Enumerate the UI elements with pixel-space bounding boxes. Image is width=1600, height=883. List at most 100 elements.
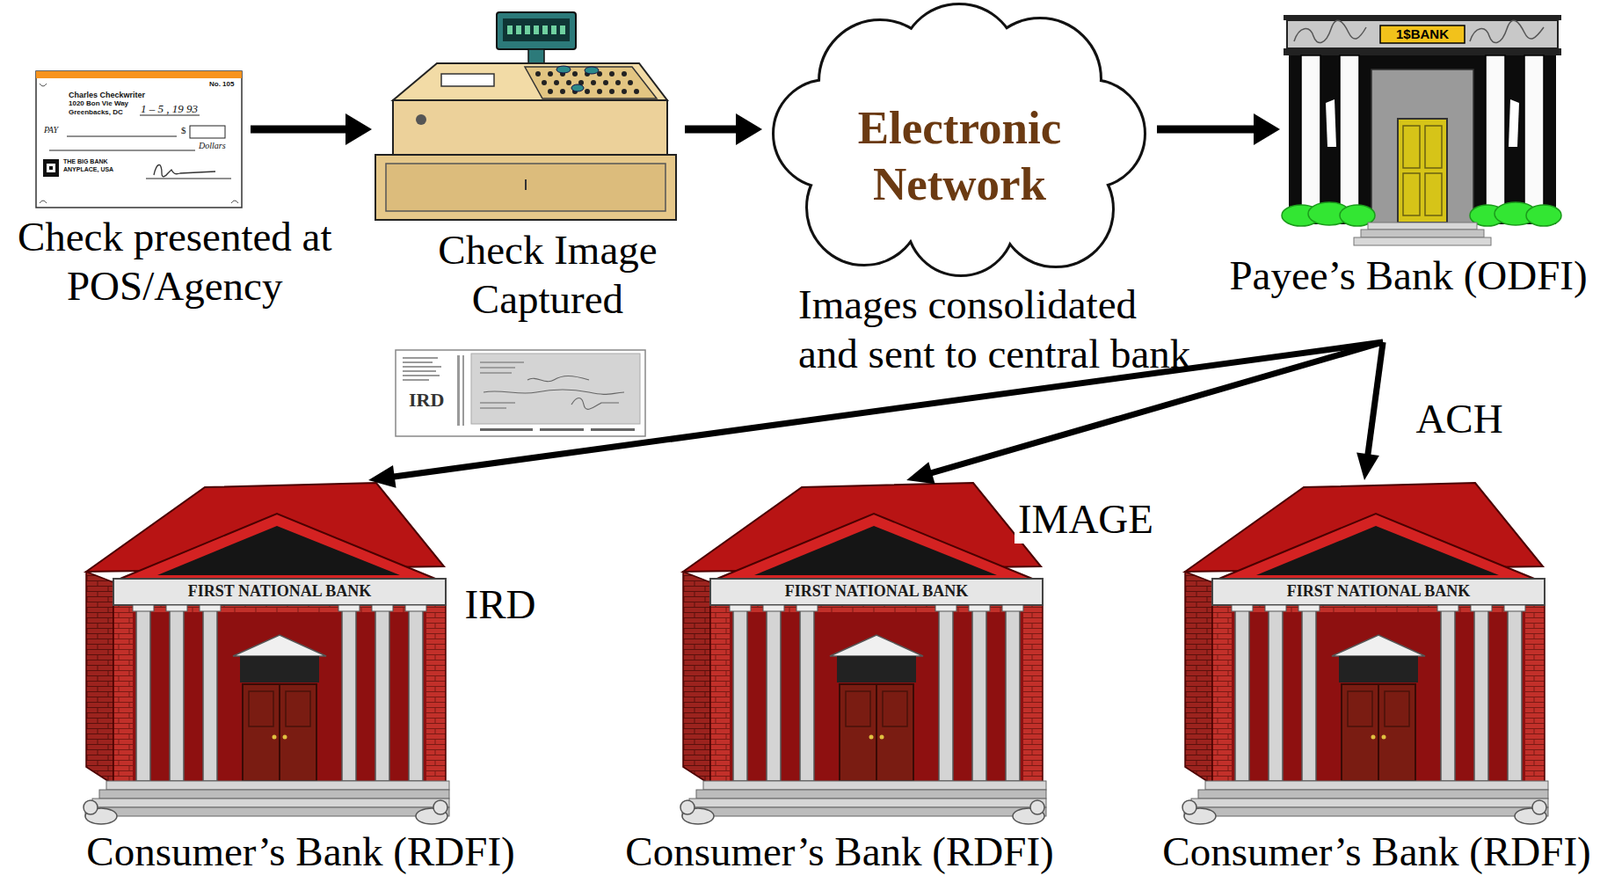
cash-register-part <box>528 49 545 64</box>
payee-bank: 1$BANKPayee’s Bank (ODFI) <box>1283 14 1562 342</box>
bank-frieze-text-holder: FIRST NATIONAL BANK <box>713 579 1040 603</box>
cash-register-part-part <box>596 88 603 95</box>
image-label: IRD <box>408 388 444 411</box>
ird-image <box>395 349 646 437</box>
consumer-bank-drawing <box>1182 482 1549 824</box>
label-holder: Greenbacks, DC <box>68 108 124 117</box>
bank-frieze-text: FIRST NATIONAL BANK <box>116 579 443 603</box>
payee-bank-drawing-part <box>1287 20 1558 49</box>
cash-register-part-part <box>547 71 553 77</box>
cash-register-part <box>392 100 668 155</box>
cash-register-part <box>375 154 677 220</box>
cash-register-part-part <box>553 80 560 86</box>
node-caption: Images consolidated and sent to central … <box>798 279 1204 379</box>
cash-register-part-part <box>621 88 627 95</box>
label-holder: IRD <box>408 388 444 411</box>
bank-sign-text-holder: 1$BANK <box>1380 25 1465 44</box>
node-caption: Consumer’s Bank (RDFI) <box>86 828 515 874</box>
ird-image-part-part <box>527 376 590 382</box>
cash-register-part-part <box>603 80 609 86</box>
node-caption-holder: Check Image Captured <box>419 225 676 324</box>
ird-image-part-part <box>457 355 460 426</box>
check-text: PAY <box>43 124 59 136</box>
ird-image-part-part <box>480 402 516 408</box>
connector-line <box>250 125 350 134</box>
ird-image-part-part <box>402 365 442 368</box>
cash-register-part-part <box>584 66 599 74</box>
connector-arrow <box>1356 341 1383 480</box>
payee-bank-drawing-part <box>1294 20 1544 43</box>
payee-bank-drawing-part-part <box>1403 125 1420 168</box>
consumer-bank: FIRST NATIONAL BANKConsumer’s Bank (RDFI… <box>1180 480 1549 827</box>
check-text: No. 105 <box>209 80 234 88</box>
label-holder: 1020 Bon Vie Way <box>68 99 129 108</box>
connector-line <box>1367 341 1383 459</box>
payee-bank-drawing-part <box>1380 25 1465 44</box>
ird-image-part-part <box>402 374 440 377</box>
ird-image-part-part <box>402 378 430 381</box>
cash-register-part-part <box>524 25 531 35</box>
check-drawing-part <box>46 163 56 173</box>
edge-label: IRD <box>461 579 540 629</box>
cloud-title: Electronic Network <box>843 99 1077 212</box>
cash-register-part <box>507 25 566 35</box>
payee-bank-drawing-part <box>1367 222 1477 230</box>
ird-image-part-part <box>571 398 619 410</box>
consumer-bank: FIRST NATIONAL BANKConsumer’s Bank (RDFI… <box>81 480 450 827</box>
payee-bank-drawing-part-part <box>1403 173 1420 216</box>
register-node: Check Image Captured <box>375 12 677 222</box>
payee-bank-drawing-part <box>1283 48 1562 56</box>
check-text: Charles Checkwriter <box>68 90 146 100</box>
node-caption-holder: Consumer’s Bank (RDFI) <box>625 828 1054 874</box>
network-cloud: Electronic NetworkImages consolidated an… <box>765 0 1154 277</box>
payee-bank-drawing-part-part <box>1425 173 1442 216</box>
label-holder: Dollars <box>198 140 226 152</box>
bank-sign-text: 1$BANK <box>1380 25 1465 44</box>
arrow-head <box>345 113 372 146</box>
connector-line <box>1156 125 1259 134</box>
cash-register-part-part <box>571 84 584 92</box>
node-caption: Check Image Captured <box>419 225 676 324</box>
payee-bank-drawing-part-part <box>1469 20 1544 43</box>
network-cloud-drawing <box>774 5 1144 275</box>
cash-register-part-part <box>507 25 513 35</box>
cash-register-part-part <box>627 80 633 86</box>
label-holder: $ <box>181 124 187 137</box>
cash-register-part-part <box>556 65 571 73</box>
label-holder: THE BIG BANK <box>63 158 109 166</box>
payee-bank-drawing-part <box>1403 125 1442 216</box>
network-cloud-drawing-part <box>774 5 1144 275</box>
arrow-head <box>906 461 935 484</box>
cash-register-part-part <box>615 80 621 86</box>
label-holder: No. 105 <box>209 80 234 88</box>
ird-image-part-part <box>590 428 635 431</box>
ird-image-part <box>480 428 635 431</box>
label-holder: PAY <box>43 124 59 136</box>
cash-register-part-part <box>542 25 548 35</box>
ird-image-part-part <box>483 389 625 394</box>
cash-register-part-part <box>584 88 590 95</box>
cash-register-part-part <box>609 88 615 95</box>
ird-image-part-part <box>402 370 437 372</box>
cash-register-part <box>502 18 570 42</box>
check-drawing-part <box>39 83 239 204</box>
node-caption-holder: Images consolidated and sent to central … <box>798 279 1204 379</box>
node-caption: Consumer’s Bank (RDFI) <box>625 828 1054 874</box>
cash-register-part <box>524 179 527 190</box>
payee-bank-drawing-part <box>1288 55 1557 225</box>
ird-image-part-part <box>462 355 465 426</box>
cash-register-part <box>415 114 427 125</box>
bank-frieze-text: FIRST NATIONAL BANK <box>713 579 1040 603</box>
payee-bank-drawing-part-part <box>1485 55 1506 223</box>
label-holder: Charles Checkwriter <box>68 90 146 100</box>
check-drawing-part <box>49 150 196 152</box>
node-caption: Check presented at POS/Agency <box>5 211 344 311</box>
connector-line <box>684 125 741 134</box>
node-caption-holder: Consumer’s Bank (RDFI) <box>86 828 515 874</box>
consumer-bank-drawing <box>680 482 1047 824</box>
payee-bank-drawing-part <box>1397 118 1448 223</box>
payee-bank-drawing <box>1281 14 1562 246</box>
node-caption-holder: Check presented at POS/Agency <box>5 211 344 311</box>
